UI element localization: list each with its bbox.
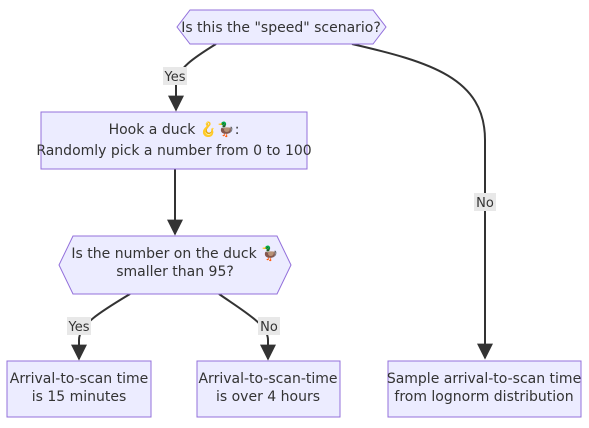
svg-text:smaller than 95?: smaller than 95? xyxy=(116,264,234,280)
svg-text:Is the number on the duck 🦆: Is the number on the duck 🦆 xyxy=(71,245,278,262)
svg-text:Yes: Yes xyxy=(68,320,90,335)
svg-text:Yes: Yes xyxy=(164,70,186,85)
edges xyxy=(71,43,493,361)
svg-text:Arrival-to-scan-time: Arrival-to-scan-time xyxy=(198,371,337,387)
svg-text:No: No xyxy=(260,320,278,335)
edge-speed-to-lognorm xyxy=(351,43,493,360)
edge-label-speed-no: No xyxy=(474,193,496,211)
node-scan-15-minutes: Arrival-to-scan time is 15 minutes xyxy=(6,360,152,418)
svg-text:No: No xyxy=(476,196,494,211)
svg-text:is over 4 hours: is over 4 hours xyxy=(216,389,320,405)
svg-text:Is this the "speed" scenario?: Is this the "speed" scenario? xyxy=(181,20,381,36)
node-duck-question: Is the number on the duck 🦆 smaller than… xyxy=(58,235,292,295)
node-scan-over-4-hours: Arrival-to-scan-time is over 4 hours xyxy=(196,360,341,418)
edge-duck-to-scan4h xyxy=(218,293,276,361)
svg-text:Arrival-to-scan time: Arrival-to-scan time xyxy=(10,371,148,387)
svg-text:is 15 minutes: is 15 minutes xyxy=(32,389,127,405)
node-lognorm-sample: Sample arrival-to-scan time from lognorm… xyxy=(387,360,582,418)
node-hook-duck: Hook a duck 🪝🦆: Randomly pick a number f… xyxy=(36,111,312,170)
edge-label-duck-yes: Yes xyxy=(67,317,91,335)
svg-text:Sample arrival-to-scan time: Sample arrival-to-scan time xyxy=(387,371,581,387)
svg-text:Hook a duck 🪝🦆:: Hook a duck 🪝🦆: xyxy=(109,121,240,138)
svg-text:from lognorm distribution: from lognorm distribution xyxy=(394,389,573,405)
node-speed-question: Is this the "speed" scenario? xyxy=(176,9,387,45)
edge-label-duck-no: No xyxy=(258,317,280,335)
edge-label-speed-yes: Yes xyxy=(163,67,187,85)
svg-text:Randomly pick a number from 0: Randomly pick a number from 0 to 100 xyxy=(36,143,311,159)
